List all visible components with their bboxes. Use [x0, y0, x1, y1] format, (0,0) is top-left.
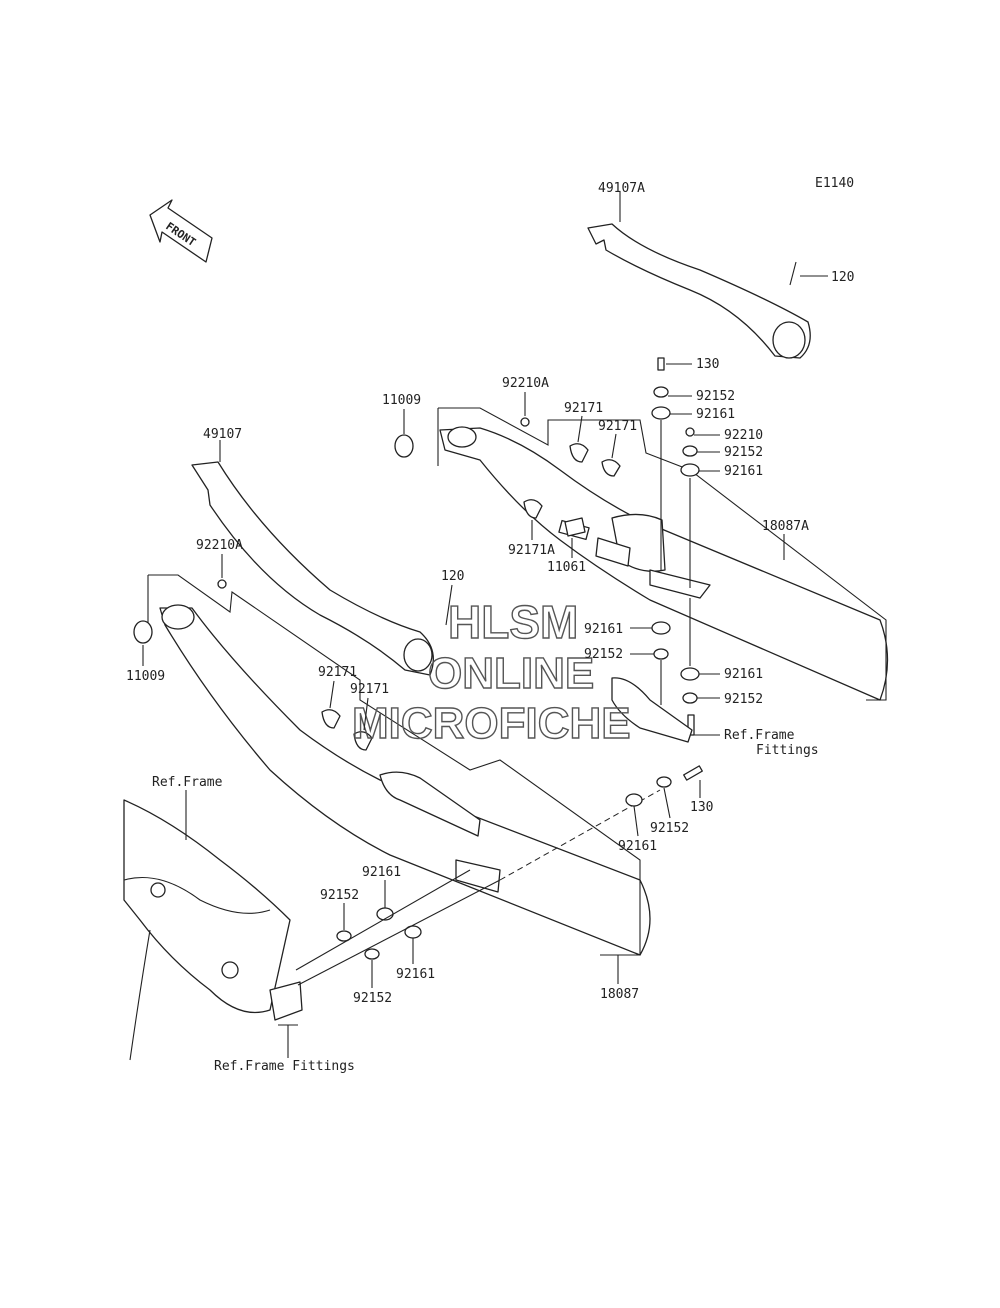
lower-muffler [147, 574, 651, 956]
lower-gasket [133, 620, 153, 644]
label-92161-b: 92161 [724, 464, 763, 479]
label-92210A-top: 92210A [502, 376, 549, 391]
watermark-line-2: ONLINE [428, 649, 594, 698]
label-92152-e: 92152 [650, 821, 689, 836]
frame-partial [123, 799, 303, 1061]
lower-heat-shield [191, 461, 434, 676]
label-92210: 92210 [724, 428, 763, 443]
leader-lines [142, 363, 785, 1026]
label-92171-a: 92171 [564, 401, 603, 416]
label-92152-a: 92152 [696, 389, 735, 404]
watermark: HLSM ONLINE MICROFICHE [351, 595, 631, 748]
lower-hardware [336, 765, 703, 960]
label-92171-b: 92171 [598, 419, 637, 434]
label-11009-left: 11009 [126, 669, 165, 684]
label-92171A: 92171A [508, 543, 555, 558]
label-92210A-left: 92210A [196, 538, 243, 553]
watermark-line-1: HLSM [448, 596, 578, 648]
label-11061: 11061 [547, 560, 586, 575]
upper-flange [447, 426, 477, 448]
label-11009-top: 11009 [382, 393, 421, 408]
label-92152-d: 92152 [724, 692, 763, 707]
upper-gasket [394, 434, 414, 458]
label-92161-d: 92161 [724, 667, 763, 682]
label-92152-b: 92152 [724, 445, 763, 460]
label-92171-c: 92171 [318, 665, 357, 680]
label-92171-d: 92171 [350, 682, 389, 697]
part-labels: 49107A 120 130 92152 92161 92210 92152 9… [126, 181, 854, 1074]
lower-flange [161, 604, 195, 630]
label-92152-g: 92152 [353, 991, 392, 1006]
label-ref-frame-fittings-bottom: Ref.Frame Fittings [214, 1059, 355, 1074]
label-49107A: 49107A [598, 181, 645, 196]
label-120-mid: 120 [441, 569, 464, 584]
label-18087A: 18087A [762, 519, 809, 534]
label-92152-f: 92152 [320, 888, 359, 903]
label-ref-frame: Ref.Frame [152, 775, 223, 790]
label-18087: 18087 [600, 987, 639, 1002]
watermark-line-3: MICROFICHE [352, 699, 631, 748]
upper-hardware [651, 357, 700, 736]
upper-muffler [437, 407, 889, 701]
label-92161-g: 92161 [396, 967, 435, 982]
label-130-top: 130 [696, 357, 719, 372]
right-frame-bracket [611, 677, 693, 743]
label-92161-f: 92161 [362, 865, 401, 880]
label-130-mid: 130 [690, 800, 713, 815]
front-arrow-icon: FRONT [149, 199, 213, 263]
upper-heat-shield [587, 223, 811, 359]
label-92161-a: 92161 [696, 407, 735, 422]
label-92152-c: 92152 [584, 647, 623, 662]
diagram-code: E1140 [815, 176, 854, 191]
label-92161-c: 92161 [584, 622, 623, 637]
label-92161-e: 92161 [618, 839, 657, 854]
label-ref-frame-fittings-right-2: Fittings [756, 743, 819, 758]
label-ref-frame-fittings-right-1: Ref.Frame [724, 728, 795, 743]
label-120-top: 120 [831, 270, 854, 285]
label-49107: 49107 [203, 427, 242, 442]
